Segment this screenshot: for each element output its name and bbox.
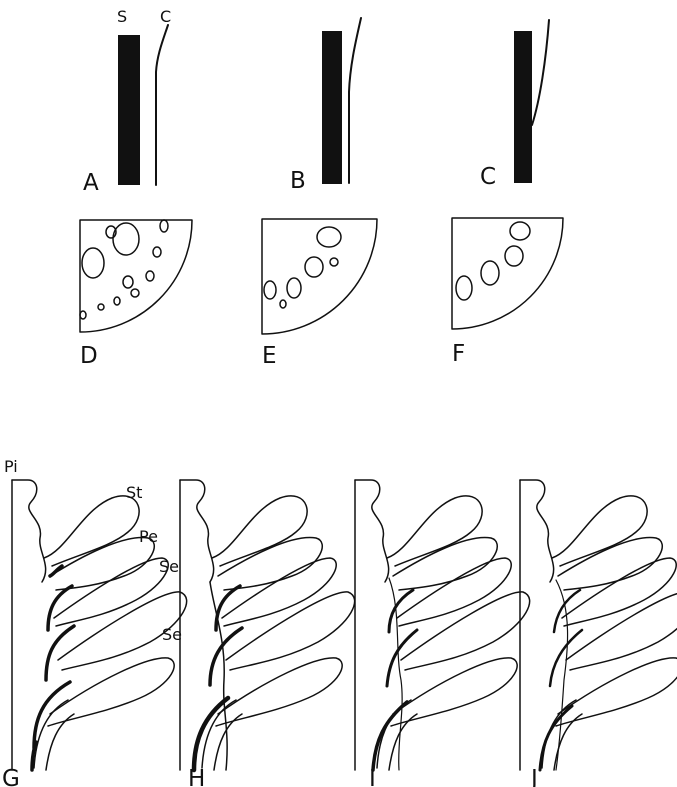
panel-d: D bbox=[80, 220, 192, 369]
label-se-1: Se bbox=[159, 557, 179, 576]
label-h: H bbox=[188, 766, 205, 787]
label-e: E bbox=[262, 343, 277, 369]
label-g: G bbox=[2, 766, 20, 787]
label-se-2: Se bbox=[162, 625, 182, 644]
panel-f: F bbox=[452, 218, 563, 367]
panel-g bbox=[12, 480, 187, 770]
label-f: F bbox=[452, 341, 465, 367]
cortex-line bbox=[349, 18, 361, 183]
panel-j bbox=[520, 480, 677, 770]
label-c-panel: C bbox=[480, 164, 496, 190]
cortex-line bbox=[532, 20, 549, 125]
quadrant-outline bbox=[452, 218, 563, 329]
label-st: St bbox=[126, 483, 142, 502]
stem-bar bbox=[118, 35, 140, 185]
label-pi: Pi bbox=[4, 457, 18, 476]
label-c: C bbox=[160, 7, 171, 26]
cortex-line bbox=[156, 25, 168, 185]
label-b: B bbox=[290, 168, 306, 194]
stem-bar bbox=[322, 31, 342, 184]
label-d: D bbox=[80, 343, 98, 369]
quadrant-outline bbox=[262, 219, 377, 334]
panel-e: E bbox=[262, 219, 377, 369]
panel-b: B bbox=[290, 18, 361, 194]
label-pe: Pe bbox=[139, 527, 158, 546]
label-i: I bbox=[369, 766, 376, 787]
label-j: J bbox=[529, 766, 538, 787]
panel-a: S C A bbox=[83, 7, 171, 196]
quadrant-outline bbox=[80, 220, 192, 332]
label-a: A bbox=[83, 170, 99, 196]
panel-i bbox=[355, 480, 530, 770]
panel-c: C bbox=[480, 20, 549, 190]
panel-h bbox=[180, 480, 355, 770]
label-s: S bbox=[117, 7, 127, 26]
stem-bar bbox=[514, 31, 532, 183]
